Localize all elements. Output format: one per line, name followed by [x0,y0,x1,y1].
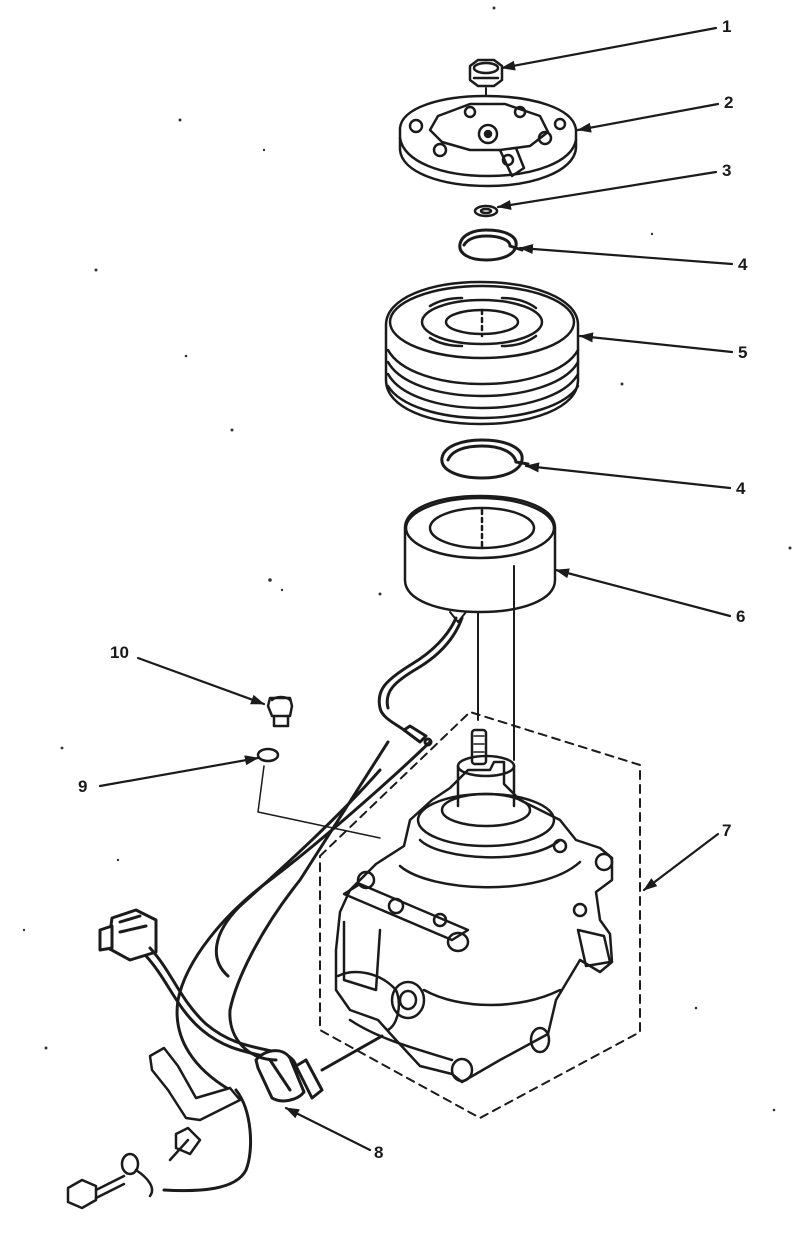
callout-label-4-lower: 4 [736,479,746,498]
scan-specks [22,6,792,1112]
callout-label-6: 6 [736,607,745,626]
part-armature-plate [398,94,578,188]
callout-label-10: 10 [110,643,129,662]
part-snap-ring-lower [440,438,530,480]
callout-label-5: 5 [738,343,747,362]
part-nut [468,58,504,97]
callout-leaders [98,26,734,1152]
part-compressor [319,711,641,1119]
part-snap-ring-upper [458,228,524,262]
callout-label-1: 1 [722,17,731,36]
part-shim [473,204,499,218]
part-harness-wiring [98,740,432,1193]
part-pulley [384,280,580,426]
part-relief-plug [266,695,294,728]
part-bracket-bolt [66,1046,242,1210]
callout-label-4-upper: 4 [738,255,748,274]
callout-label-7: 7 [722,821,731,840]
callout-labels: 1 2 3 4 5 4 6 7 8 9 10 [78,17,748,1162]
o-ring-leader-line [257,765,381,839]
callout-label-8: 8 [374,1143,383,1162]
callout-label-9: 9 [78,777,87,796]
coil-lead-wire [377,616,464,747]
part-field-coil [403,494,557,761]
callout-label-2: 2 [724,93,733,112]
callout-label-3: 3 [722,161,731,180]
part-o-ring [256,747,280,763]
